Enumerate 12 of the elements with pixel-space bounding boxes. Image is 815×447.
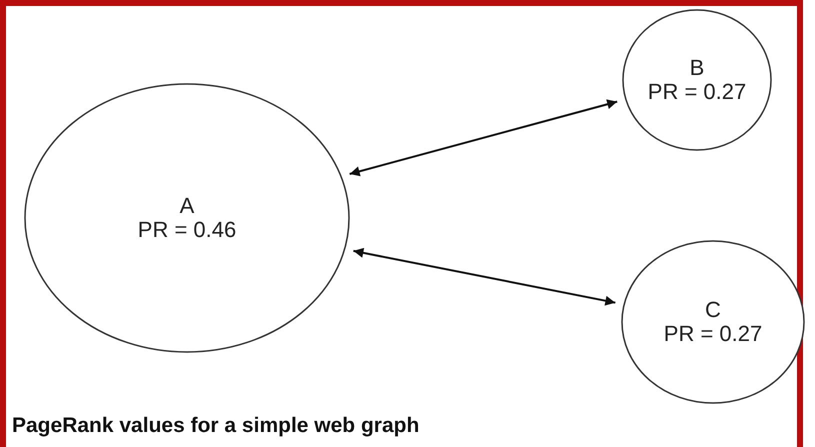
node-circle (621, 240, 805, 404)
node-name: B (690, 56, 704, 80)
node-circle (24, 83, 350, 353)
double-arrow (349, 99, 618, 176)
caption: PageRank values for a simple web graph (12, 414, 420, 438)
node-name: C (705, 298, 721, 322)
pagerank-value: PR = 0.27 (664, 322, 762, 346)
double-arrow (353, 248, 616, 306)
pagerank-value: PR = 0.46 (138, 218, 236, 242)
pagerank-value: PR = 0.27 (648, 80, 746, 104)
node-circle (622, 9, 772, 151)
node-name: A (180, 194, 194, 218)
